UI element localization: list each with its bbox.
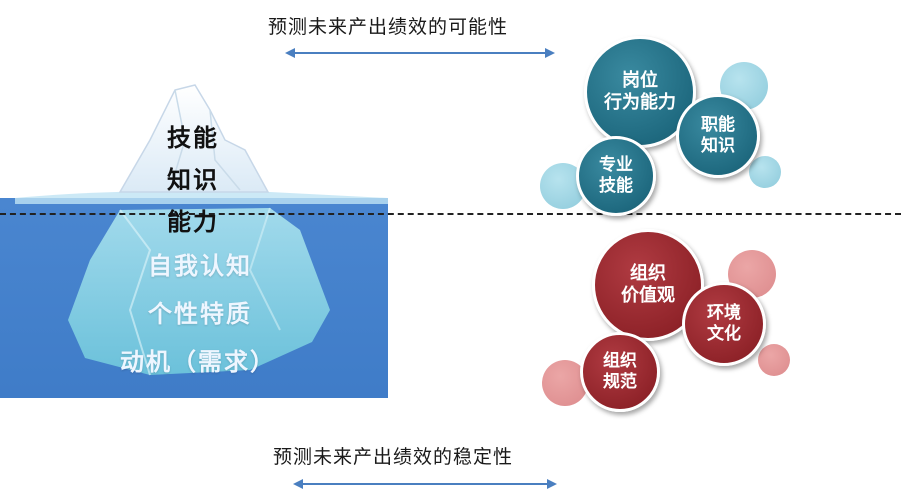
iceberg-label-motives: 动机（需求） xyxy=(120,348,276,376)
bottom-caption: 预测未来产出绩效的稳定性 xyxy=(273,446,514,468)
bubble-environment-culture: 环境 文化 xyxy=(682,282,766,366)
top-double-arrow xyxy=(285,48,555,58)
iceberg-label-skill: 技能 xyxy=(167,124,219,152)
bottom-double-arrow xyxy=(293,479,557,489)
bubble-org-norms: 组织 规范 xyxy=(580,332,660,412)
iceberg-illustration xyxy=(15,84,388,376)
iceberg-label-ability: 能力 xyxy=(167,208,219,236)
iceberg-label-knowledge: 知识 xyxy=(167,166,219,194)
decor-bubble xyxy=(758,344,790,376)
decor-bubble xyxy=(749,156,781,188)
top-caption: 预测未来产出绩效的可能性 xyxy=(268,16,509,38)
bubble-functional-knowledge: 职能 知识 xyxy=(676,94,760,178)
bubble-professional-skill: 专业 技能 xyxy=(576,136,656,216)
iceberg-label-traits: 个性特质 xyxy=(148,300,252,328)
iceberg-label-self-concept: 自我认知 xyxy=(148,252,252,280)
waterline-divider xyxy=(0,213,901,215)
